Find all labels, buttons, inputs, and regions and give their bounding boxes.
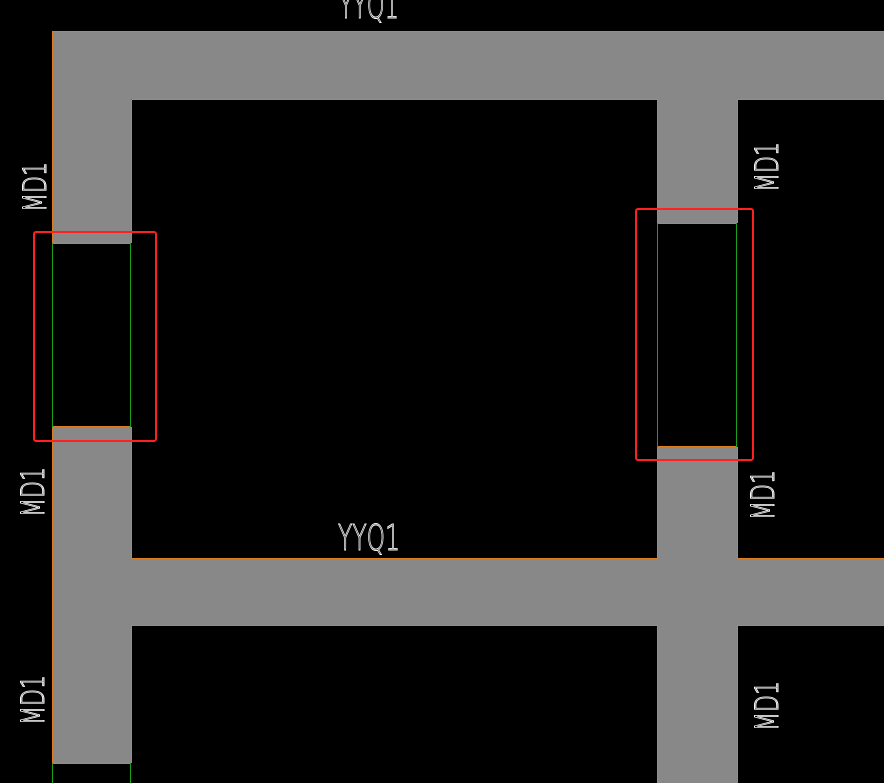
door-label-left-middle: MD1 <box>14 467 52 517</box>
wall-label-top: YYQ1 <box>339 0 399 27</box>
highlight-right-opening[interactable] <box>635 208 754 461</box>
highlight-boxes <box>33 208 754 461</box>
door-label-left-lower: MD1 <box>14 675 52 725</box>
wall-top <box>52 31 884 99</box>
highlight-left-opening[interactable] <box>33 231 157 442</box>
outline-room2-top <box>737 99 884 223</box>
wall-middle <box>52 558 884 625</box>
door-label-right-upper: MD1 <box>748 142 786 192</box>
outline-room3 <box>131 625 658 783</box>
opening-jambs <box>52 223 737 783</box>
wall-outlines <box>52 31 884 783</box>
opening-left-bottom <box>52 763 131 783</box>
door-openings <box>52 223 737 783</box>
door-label-right-middle: MD1 <box>744 470 782 520</box>
outline-room1 <box>131 99 658 223</box>
outline-room1-left-lower <box>131 427 658 559</box>
wall-label-middle: YYQ1 <box>338 518 400 559</box>
opening-right <box>657 223 737 447</box>
outline-room4 <box>737 625 884 783</box>
door-label-right-lower: MD1 <box>748 681 786 731</box>
opening-left <box>52 243 131 427</box>
outline-room2-bottom <box>737 447 884 559</box>
door-label-left-upper: MD1 <box>16 162 54 212</box>
